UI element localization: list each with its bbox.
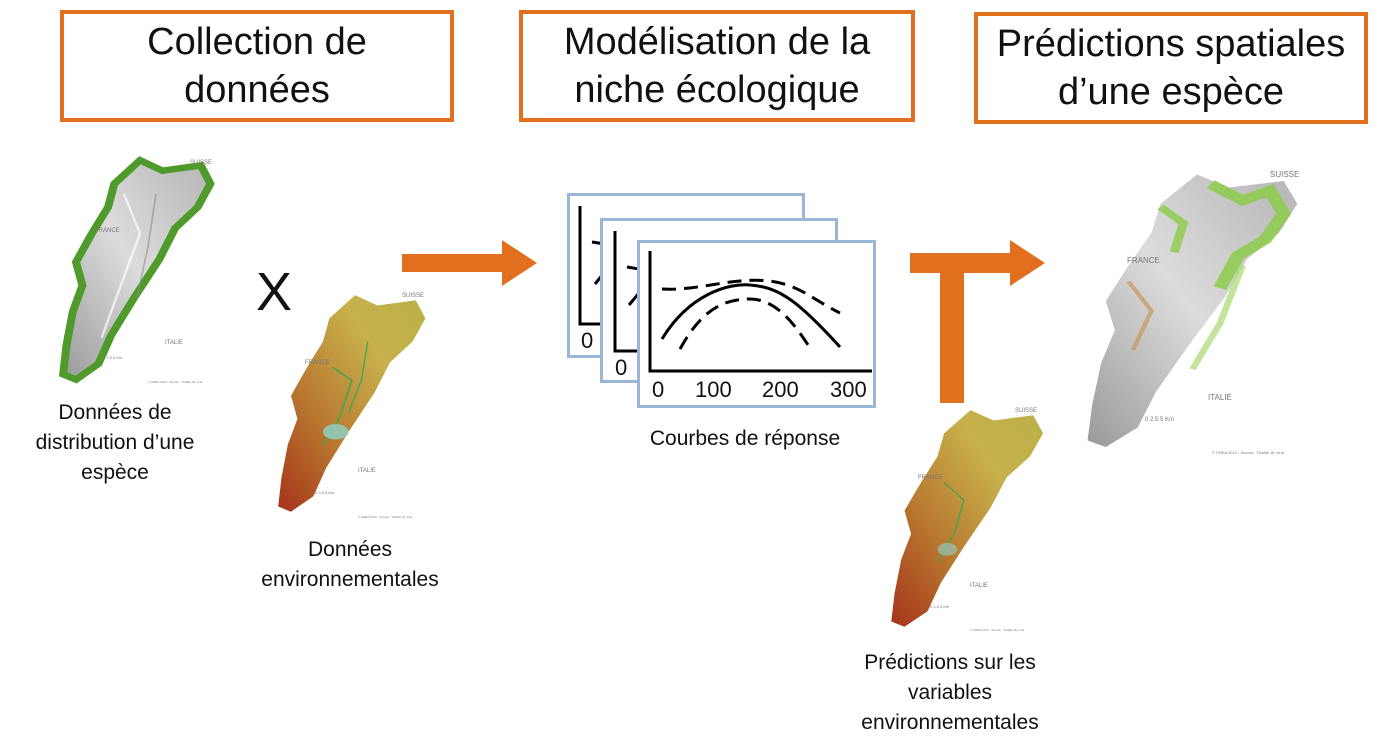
map-label-italie-env: ITALIE [358,468,376,474]
caption-line: Données [307,538,393,561]
caption-predictions-env: Prédictions sur les variables environnem… [840,648,1060,738]
distribution-map [60,155,220,390]
map-label-suisse-env: SUISSE [402,293,425,299]
map-scale-pred: 0 2.5 5 Km [930,604,950,609]
stage-title-line: données [184,69,330,111]
caption-line: distribution d’une [35,431,195,454]
back-tick-zero: 0 [581,328,594,353]
response-curve-mean [660,283,842,349]
spatial-prediction-map [1087,174,1298,448]
caption-response: Courbes de réponse [610,424,880,454]
front-tick-300: 300 [830,377,867,402]
caption-line: environnementales [861,711,1039,734]
prediction-env-map [891,410,1044,627]
response-panel-front: 0 100 200 300 [637,240,876,408]
map-credit-pred: © CREA 2013 - Source : Thuiller W. et al… [970,628,1025,632]
stage-box-collection: Collection de données [60,10,454,122]
stage-title-modelling: Modélisation de la niche écologique [564,18,870,114]
front-tick-200: 200 [762,377,799,402]
response-curve-lower [678,297,814,352]
stage-title-predictions: Prédictions spatiales d’une espèce [997,20,1346,116]
stage-title-line: Collection de [147,21,367,63]
caption-line: environnementales [261,568,439,591]
stage-box-modelling: Modélisation de la niche écologique [519,10,915,122]
front-tick-0: 0 [652,377,665,402]
stage-title-line: Prédictions spatiales [996,23,1346,65]
caption-distribution: Données de distribution d’une espèce [10,398,220,488]
map-credit: © CREA 2013 - Source : Thuiller W. et al… [148,380,203,384]
map-label-italie-final: ITALIE [1208,393,1232,402]
map-label-suisse-pred: SUISSE [1015,408,1038,414]
arrow-to-predictions [910,240,1045,403]
stage-title-line: Modélisation de la [563,21,871,63]
caption-environment: Données environnementales [240,535,460,595]
map-label-france-env: FRANCE [305,360,330,366]
map-scale: 0 2.5 5 Km [103,355,123,360]
stage-box-predictions: Prédictions spatiales d’une espèce [974,12,1368,124]
caption-line: Prédictions sur les [864,651,1036,674]
arrow-to-model [402,240,537,286]
front-tick-100: 100 [695,377,732,402]
caption-line: espèce [81,461,149,484]
caption-line: variables [907,681,993,704]
caption-line: Courbes de réponse [649,427,841,450]
map-label-france-pred: FRANCE [918,475,943,481]
map-label-suisse: SUISSE [190,160,213,166]
map-label-france: FRANCE [95,228,120,234]
map-scale-final: 0 2.5 5 Km [1145,417,1175,423]
response-plot-front [648,251,872,373]
stage-title-collection: Collection de données [147,18,367,114]
map-label-suisse-final: SUISSE [1270,170,1300,179]
middle-tick-zero: 0 [615,355,628,380]
map-label-france-final: FRANCE [1127,256,1160,265]
map-credit-final: © CREA 2013 - Source : Thuiller W. et al… [1212,450,1286,455]
map-label-italie-pred: ITALIE [970,583,988,589]
map-credit-env: © CREA 2013 - Source : Thuiller W. et al… [358,515,413,519]
stage-title-line: d’une espèce [1057,71,1285,113]
map-scale-env: 0 2.5 5 Km [315,490,335,495]
multiply-operator: X [256,262,293,322]
response-curve-upper [661,278,841,315]
environment-map [278,295,426,512]
caption-line: Données de [58,401,172,424]
stage-title-line: niche écologique [574,69,860,111]
map-label-italie: ITALIE [165,340,183,346]
